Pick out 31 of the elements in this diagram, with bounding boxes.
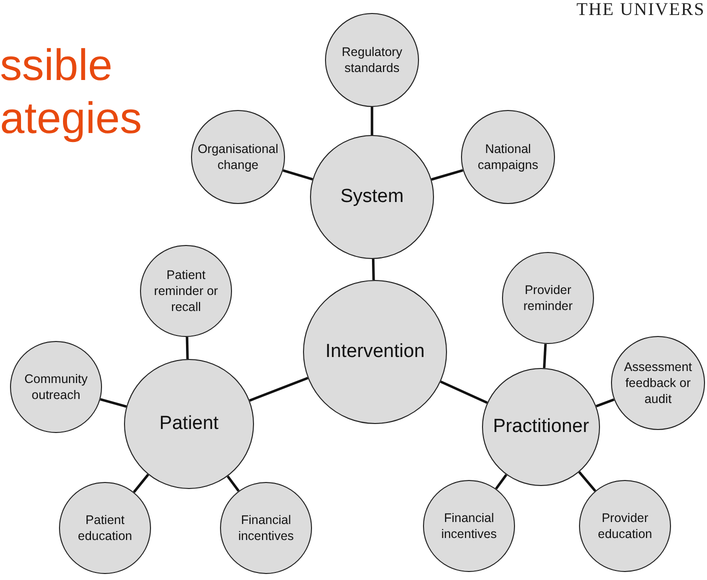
header-text: THE UNIVERS — [576, 0, 705, 20]
connector-line — [578, 471, 596, 492]
node-label: Financial incentives — [440, 510, 498, 542]
node-label: Intervention — [324, 340, 426, 364]
node-label: Provider reminder — [522, 282, 574, 314]
node-label: Patient education — [76, 512, 134, 544]
connector-line — [495, 474, 508, 490]
connector-line — [226, 476, 240, 492]
node-label: Regulatory standards — [340, 44, 404, 76]
connector-line — [132, 474, 150, 493]
node-label: Assessment feedback or audit — [622, 358, 694, 408]
connector-line — [370, 107, 374, 135]
node-label: National campaigns — [476, 140, 540, 174]
connector-line — [542, 344, 547, 368]
node-label: Community outreach — [23, 370, 89, 404]
connector-line — [372, 258, 375, 280]
node-label: Financial incentives — [237, 512, 295, 544]
connector-line — [249, 376, 308, 402]
connector-line — [440, 380, 488, 404]
node-label: Patient reminder or recall — [153, 266, 219, 316]
connector-line — [431, 169, 464, 181]
node-label: Organisational change — [196, 140, 280, 174]
connector-line — [596, 398, 614, 408]
title: ssible ategies — [0, 40, 143, 145]
node-label: Practitioner — [492, 414, 590, 439]
node-label: Patient — [158, 412, 220, 436]
connector-line — [282, 169, 313, 180]
node-label: Provider education — [596, 510, 654, 542]
connector-line — [100, 398, 127, 408]
node-label: System — [339, 184, 405, 209]
connector-line — [186, 336, 189, 360]
